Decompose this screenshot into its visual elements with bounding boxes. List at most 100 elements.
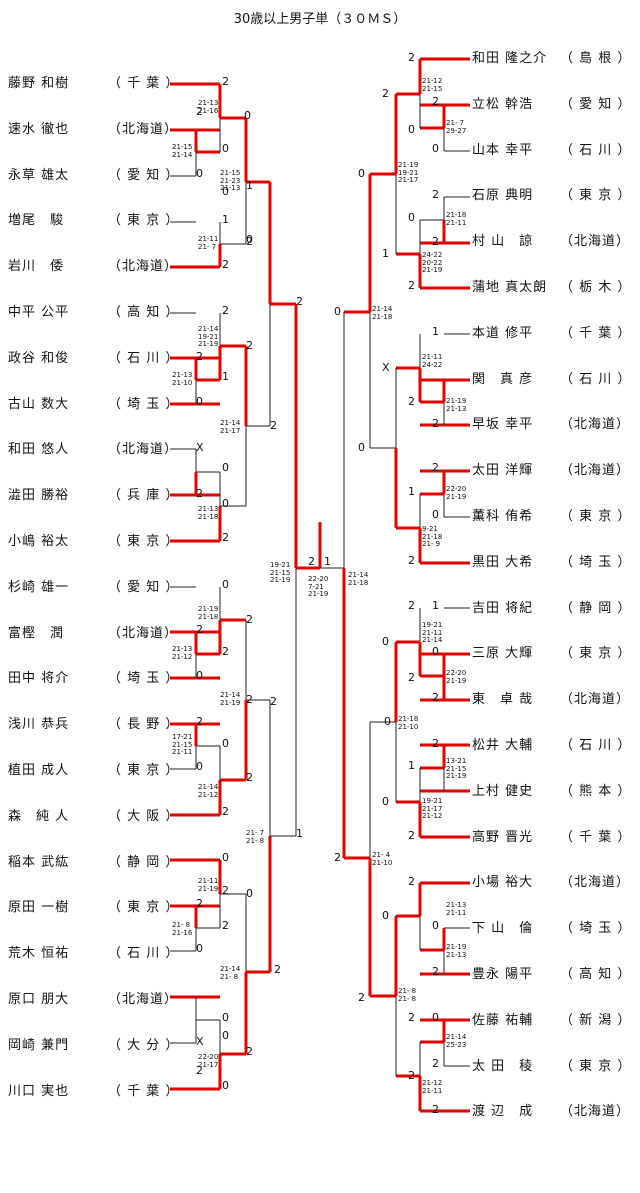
set-scores: 21-18 21-11: [446, 211, 467, 227]
match-result-mark: 2: [222, 531, 229, 544]
match-result-mark: 0: [196, 395, 203, 408]
match-result-mark: X: [196, 1035, 204, 1048]
player-entry-right: 村 山 諒（北海道）: [472, 233, 630, 251]
player-entry-left: 川口 実也（ 千 葉 ）: [8, 1083, 179, 1101]
player-entry-right: 石原 典明（ 東 京 ）: [472, 187, 631, 205]
match-result-mark: 0: [382, 795, 389, 808]
player-entry-left: 岩川 倭（北海道）: [8, 258, 178, 276]
player-entry-right: 薫科 侑希（ 東 京 ）: [472, 508, 631, 526]
match-result-mark: 2: [246, 339, 253, 352]
player-name: 和田 隆之介: [472, 51, 548, 66]
match-result-mark: 2: [408, 1069, 415, 1082]
match-result-mark: 0: [384, 715, 391, 728]
player-entry-right: 東 卓 哉（北海道）: [472, 691, 630, 709]
set-scores: 21-14 25-23: [446, 1033, 467, 1049]
player-prefecture: （ 千 葉 ）: [560, 829, 632, 845]
player-prefecture: （ 東 京 ）: [560, 1058, 632, 1074]
match-result-mark: 2: [270, 419, 277, 432]
player-prefecture: （ 新 潟 ）: [560, 1012, 632, 1028]
set-scores: 21- 7 29-27: [446, 119, 467, 135]
match-result-mark: 2: [246, 693, 253, 706]
match-result-mark: 1: [408, 485, 415, 498]
player-entry-right: 太田 洋輝（北海道）: [472, 462, 630, 480]
set-scores: 19-21 21-15 21-19: [270, 561, 291, 584]
set-scores: 21-13 21-10: [172, 371, 193, 387]
match-result-mark: 2: [308, 555, 315, 568]
player-entry-left: 原口 朋大（北海道）: [8, 991, 178, 1009]
match-result-mark: 0: [222, 142, 229, 155]
match-result-mark: 2: [432, 965, 439, 978]
match-result-mark: 2: [358, 991, 365, 1004]
match-result-mark: 0: [222, 185, 229, 198]
match-result-mark: 2: [222, 304, 229, 317]
set-scores: 19-21 21-11 21-14: [422, 621, 443, 644]
player-name: 佐藤 祐輔: [472, 1012, 534, 1028]
match-result-mark: 2: [432, 235, 439, 248]
match-result-mark: 2: [432, 1057, 439, 1070]
player-name: 小場 裕大: [472, 875, 534, 891]
match-result-mark: 1: [432, 325, 439, 338]
player-prefecture: （北海道）: [560, 875, 631, 891]
player-name: 薫科 侑希: [472, 509, 534, 524]
player-name: 関 真 彦: [472, 371, 534, 387]
set-scores: 21-18 21-10: [398, 715, 419, 731]
player-prefecture: （ 高 知 ）: [560, 967, 632, 982]
player-entry-left: 藤野 和樹（ 千 葉 ）: [8, 75, 179, 93]
set-scores: 21-12 21-15: [422, 77, 443, 93]
match-result-mark: 0: [382, 909, 389, 922]
player-name: 石原 典明: [472, 188, 534, 204]
set-scores: 21-13 21-11: [446, 901, 467, 917]
player-name: 速水 徹也: [8, 121, 70, 137]
match-result-mark: 0: [432, 919, 439, 932]
match-result-mark: 2: [432, 417, 439, 430]
player-entry-right: 早坂 幸平（北海道）: [472, 416, 630, 434]
player-entry-right: 上村 健史（ 熊 本 ）: [472, 783, 631, 801]
match-result-mark: 2: [296, 295, 303, 308]
player-name: 政谷 和俊: [8, 350, 70, 366]
match-result-mark: 0: [222, 851, 229, 864]
player-name: 増尾 駿: [8, 213, 65, 229]
player-entry-left: 古山 数大（ 埼 玉 ）: [8, 396, 179, 414]
player-prefecture: （ 愛 知 ）: [108, 167, 180, 183]
player-prefecture: （ 大 分 ）: [108, 1037, 180, 1053]
set-scores: 21-12 21-11: [422, 1079, 443, 1095]
match-result-mark: 2: [222, 919, 229, 932]
set-scores: 21-14 21-17: [220, 419, 241, 435]
player-name: 田中 将介: [8, 671, 70, 687]
player-prefecture: （北海道）: [560, 1104, 631, 1120]
player-name: 古山 数大: [8, 396, 70, 412]
match-result-mark: 2: [432, 737, 439, 750]
match-result-mark: 2: [222, 805, 229, 818]
player-name: 岡崎 兼門: [8, 1037, 70, 1053]
set-scores: 19-21 21-17 21-12: [422, 797, 443, 820]
player-entry-left: 永草 雄太（ 愛 知 ）: [8, 167, 179, 185]
player-prefecture: （北海道）: [108, 442, 179, 458]
match-result-mark: 2: [270, 695, 277, 708]
player-entry-right: 本道 修平（ 千 葉 ）: [472, 325, 631, 343]
player-name: 杉崎 雄一: [8, 579, 70, 595]
player-prefecture: （ 石 川 ）: [560, 738, 632, 753]
player-name: 荒木 恒祐: [8, 946, 70, 962]
player-name: 川口 実也: [8, 1083, 70, 1099]
match-result-mark: 0: [358, 167, 365, 180]
match-result-mark: 0: [196, 669, 203, 682]
player-prefecture: （ 島 根 ）: [560, 51, 632, 66]
player-prefecture: （北海道）: [560, 692, 631, 708]
match-result-mark: 2: [222, 645, 229, 658]
player-prefecture: （ 埼 玉 ）: [560, 554, 632, 570]
player-entry-right: 太 田 稜（ 東 京 ）: [472, 1058, 631, 1076]
player-entry-left: 稲本 武紘（ 静 岡 ）: [8, 854, 179, 872]
player-prefecture: （北海道）: [560, 417, 631, 433]
player-entry-right: 和田 隆之介 （ 島 根 ）: [472, 50, 631, 68]
match-result-mark: 2: [408, 279, 415, 292]
player-prefecture: （ 東 京 ）: [108, 213, 180, 229]
player-entry-right: 蒲地 真太朗（ 栃 木 ）: [472, 279, 631, 297]
match-result-mark: 2: [408, 51, 415, 64]
set-scores: 24-22 20-22 21-19: [422, 251, 443, 274]
player-name: 稲本 武紘: [8, 854, 70, 870]
player-prefecture: （ 栃 木 ）: [560, 280, 632, 295]
player-entry-left: 浅川 恭兵（ 長 野 ）: [8, 716, 179, 734]
match-result-mark: 2: [432, 95, 439, 108]
player-name: 三原 大輝: [472, 646, 534, 662]
player-name: 岩川 倭: [8, 259, 65, 275]
